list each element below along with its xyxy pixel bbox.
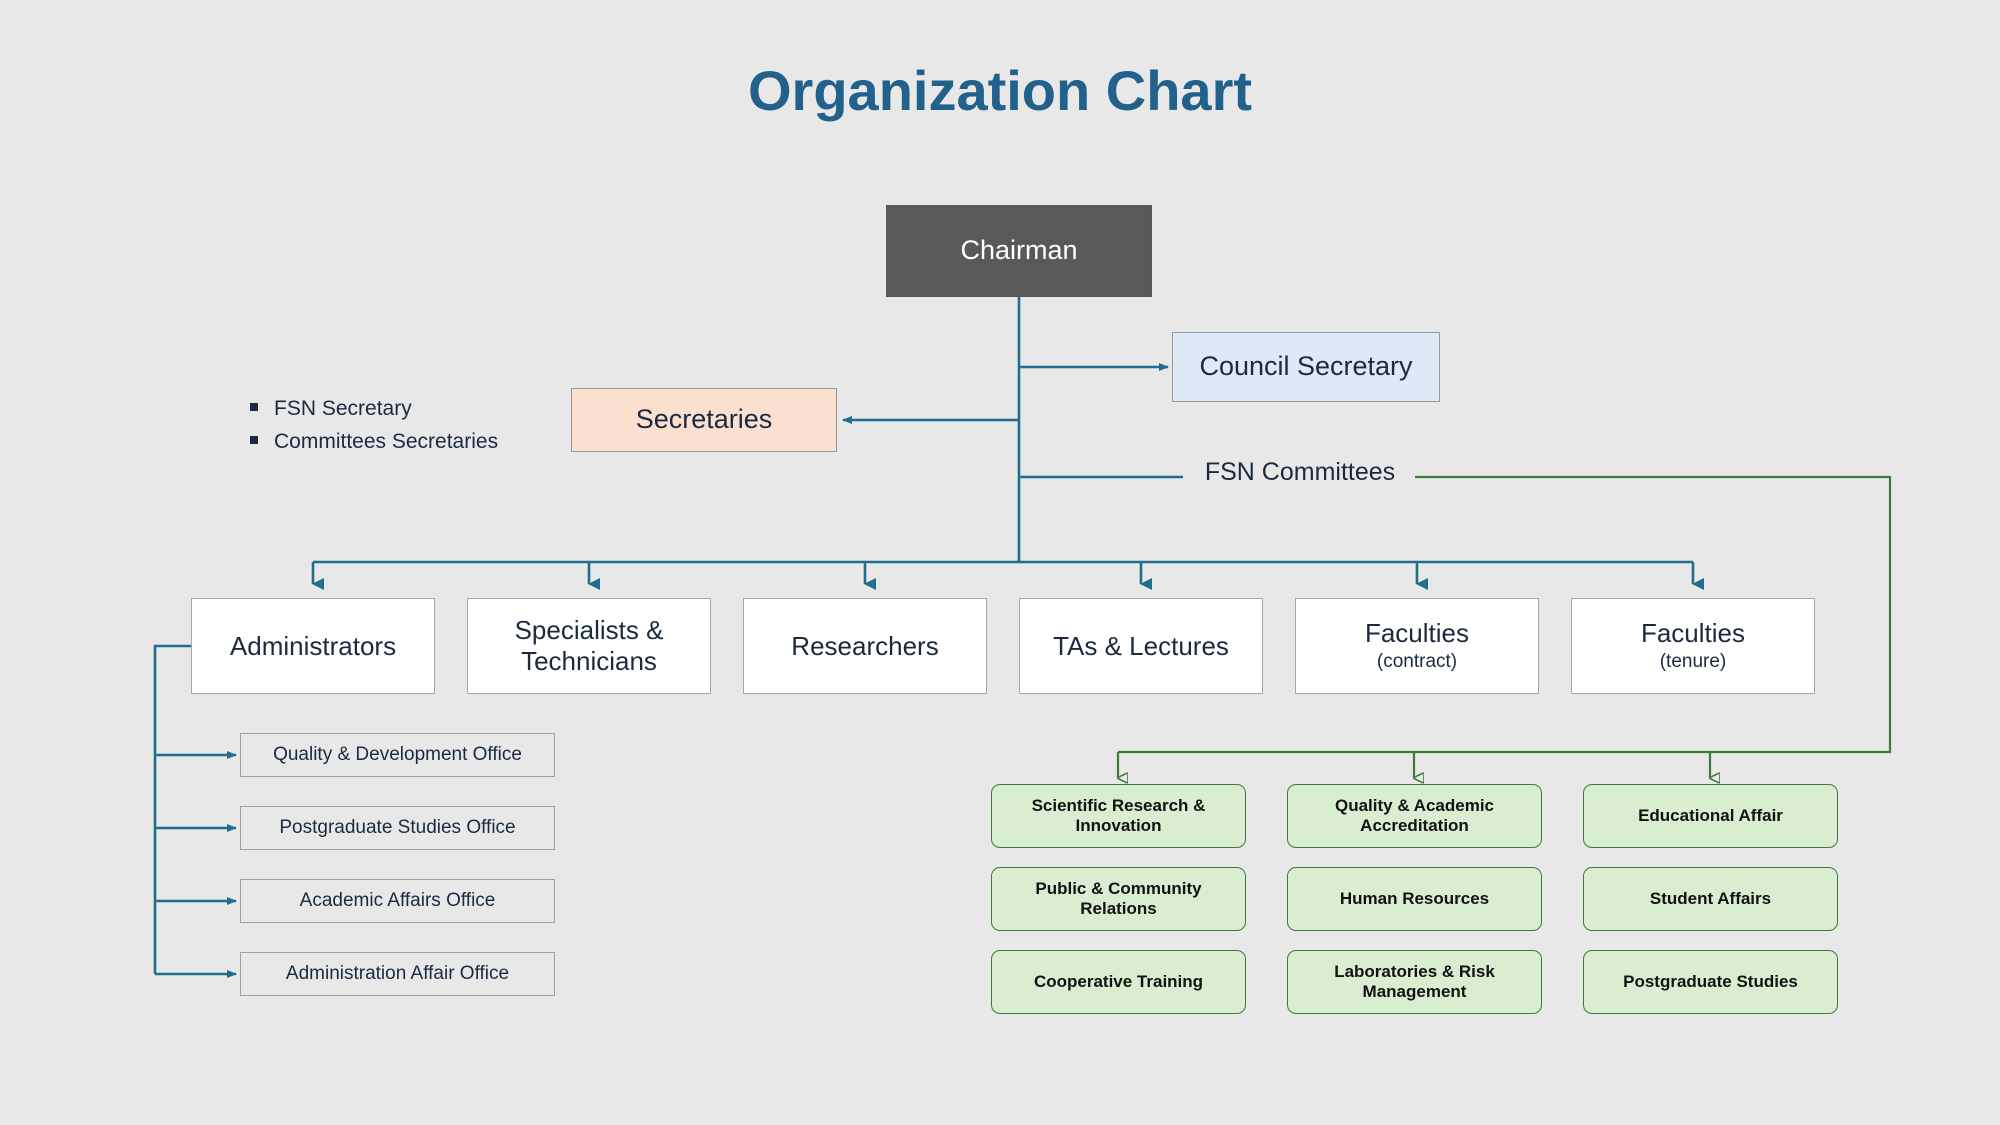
node-laboratories-risk-management-label: Laboratories & Risk Management (1334, 961, 1495, 1001)
node-faculties-contract-label: Faculties (1364, 618, 1470, 649)
node-public-community-relations-label: Public & Community Relations (1035, 878, 1202, 918)
node-faculties-contract-sub: (contract) (1376, 651, 1458, 673)
node-specialists-technicians[interactable]: Specialists & Technicians (467, 598, 711, 694)
node-postgraduate-studies-office-label: Postgraduate Studies Office (279, 816, 516, 838)
node-educational-affair[interactable]: Educational Affair (1583, 784, 1838, 848)
node-secretaries-label: Secretaries (635, 404, 773, 435)
list-item-label: FSN Secretary (274, 397, 412, 420)
node-faculties-tenure-sub: (tenure) (1659, 651, 1727, 673)
fsn-committees-label: FSN Committees (1185, 458, 1415, 487)
node-quality-development-office[interactable]: Quality & Development Office (240, 733, 555, 777)
node-student-affairs-label: Student Affairs (1649, 888, 1772, 908)
node-quality-academic-accreditation[interactable]: Quality & Academic Accreditation (1287, 784, 1542, 848)
node-faculties-tenure[interactable]: Faculties (tenure) (1571, 598, 1815, 694)
node-tas-lectures-label: TAs & Lectures (1053, 630, 1229, 661)
node-human-resources[interactable]: Human Resources (1287, 867, 1542, 931)
secretaries-notes-list: FSN Secretary Committees Secretaries (250, 393, 550, 458)
node-postgraduate-studies-label: Postgraduate Studies (1623, 971, 1798, 991)
node-administrators[interactable]: Administrators (191, 598, 435, 694)
square-bullet-icon (250, 403, 258, 411)
node-chairman-label: Chairman (960, 235, 1078, 266)
list-item-label: Committees Secretaries (274, 429, 499, 453)
list-item: Committees Secretaries (250, 426, 550, 459)
page-title: Organization Chart (747, 59, 1253, 122)
node-specialists-technicians-label: Specialists & Technicians (514, 615, 664, 676)
node-quality-academic-accreditation-label: Quality & Academic Accreditation (1334, 795, 1495, 835)
node-scientific-research-innovation-label: Scientific Research & Innovation (1031, 795, 1206, 835)
node-cooperative-training-label: Cooperative Training (1033, 971, 1204, 991)
node-administration-affair-office-label: Administration Affair Office (285, 962, 510, 984)
node-postgraduate-studies-office[interactable]: Postgraduate Studies Office (240, 806, 555, 850)
node-academic-affairs-office-label: Academic Affairs Office (299, 889, 496, 911)
node-human-resources-label: Human Resources (1339, 888, 1490, 908)
node-cooperative-training[interactable]: Cooperative Training (991, 950, 1246, 1014)
node-researchers-label: Researchers (791, 630, 939, 661)
node-researchers[interactable]: Researchers (743, 598, 987, 694)
node-council-secretary[interactable]: Council Secretary (1172, 332, 1440, 402)
node-laboratories-risk-management[interactable]: Laboratories & Risk Management (1287, 950, 1542, 1014)
square-bullet-icon (250, 435, 258, 444)
node-tas-lectures[interactable]: TAs & Lectures (1019, 598, 1263, 694)
node-chairman[interactable]: Chairman (886, 205, 1152, 297)
node-administrators-label: Administrators (229, 630, 397, 661)
node-academic-affairs-office[interactable]: Academic Affairs Office (240, 879, 555, 923)
node-secretaries[interactable]: Secretaries (571, 388, 837, 452)
node-student-affairs[interactable]: Student Affairs (1583, 867, 1838, 931)
node-scientific-research-innovation[interactable]: Scientific Research & Innovation (991, 784, 1246, 848)
node-faculties-tenure-label: Faculties (1640, 618, 1746, 649)
node-quality-development-office-label: Quality & Development Office (273, 743, 522, 765)
list-item: FSN Secretary (250, 393, 550, 426)
node-educational-affair-label: Educational Affair (1638, 805, 1783, 825)
node-public-community-relations[interactable]: Public & Community Relations (991, 867, 1246, 931)
node-postgraduate-studies[interactable]: Postgraduate Studies (1583, 950, 1838, 1014)
node-council-secretary-label: Council Secretary (1199, 351, 1413, 382)
node-administration-affair-office[interactable]: Administration Affair Office (240, 952, 555, 996)
node-faculties-contract[interactable]: Faculties (contract) (1295, 598, 1539, 694)
